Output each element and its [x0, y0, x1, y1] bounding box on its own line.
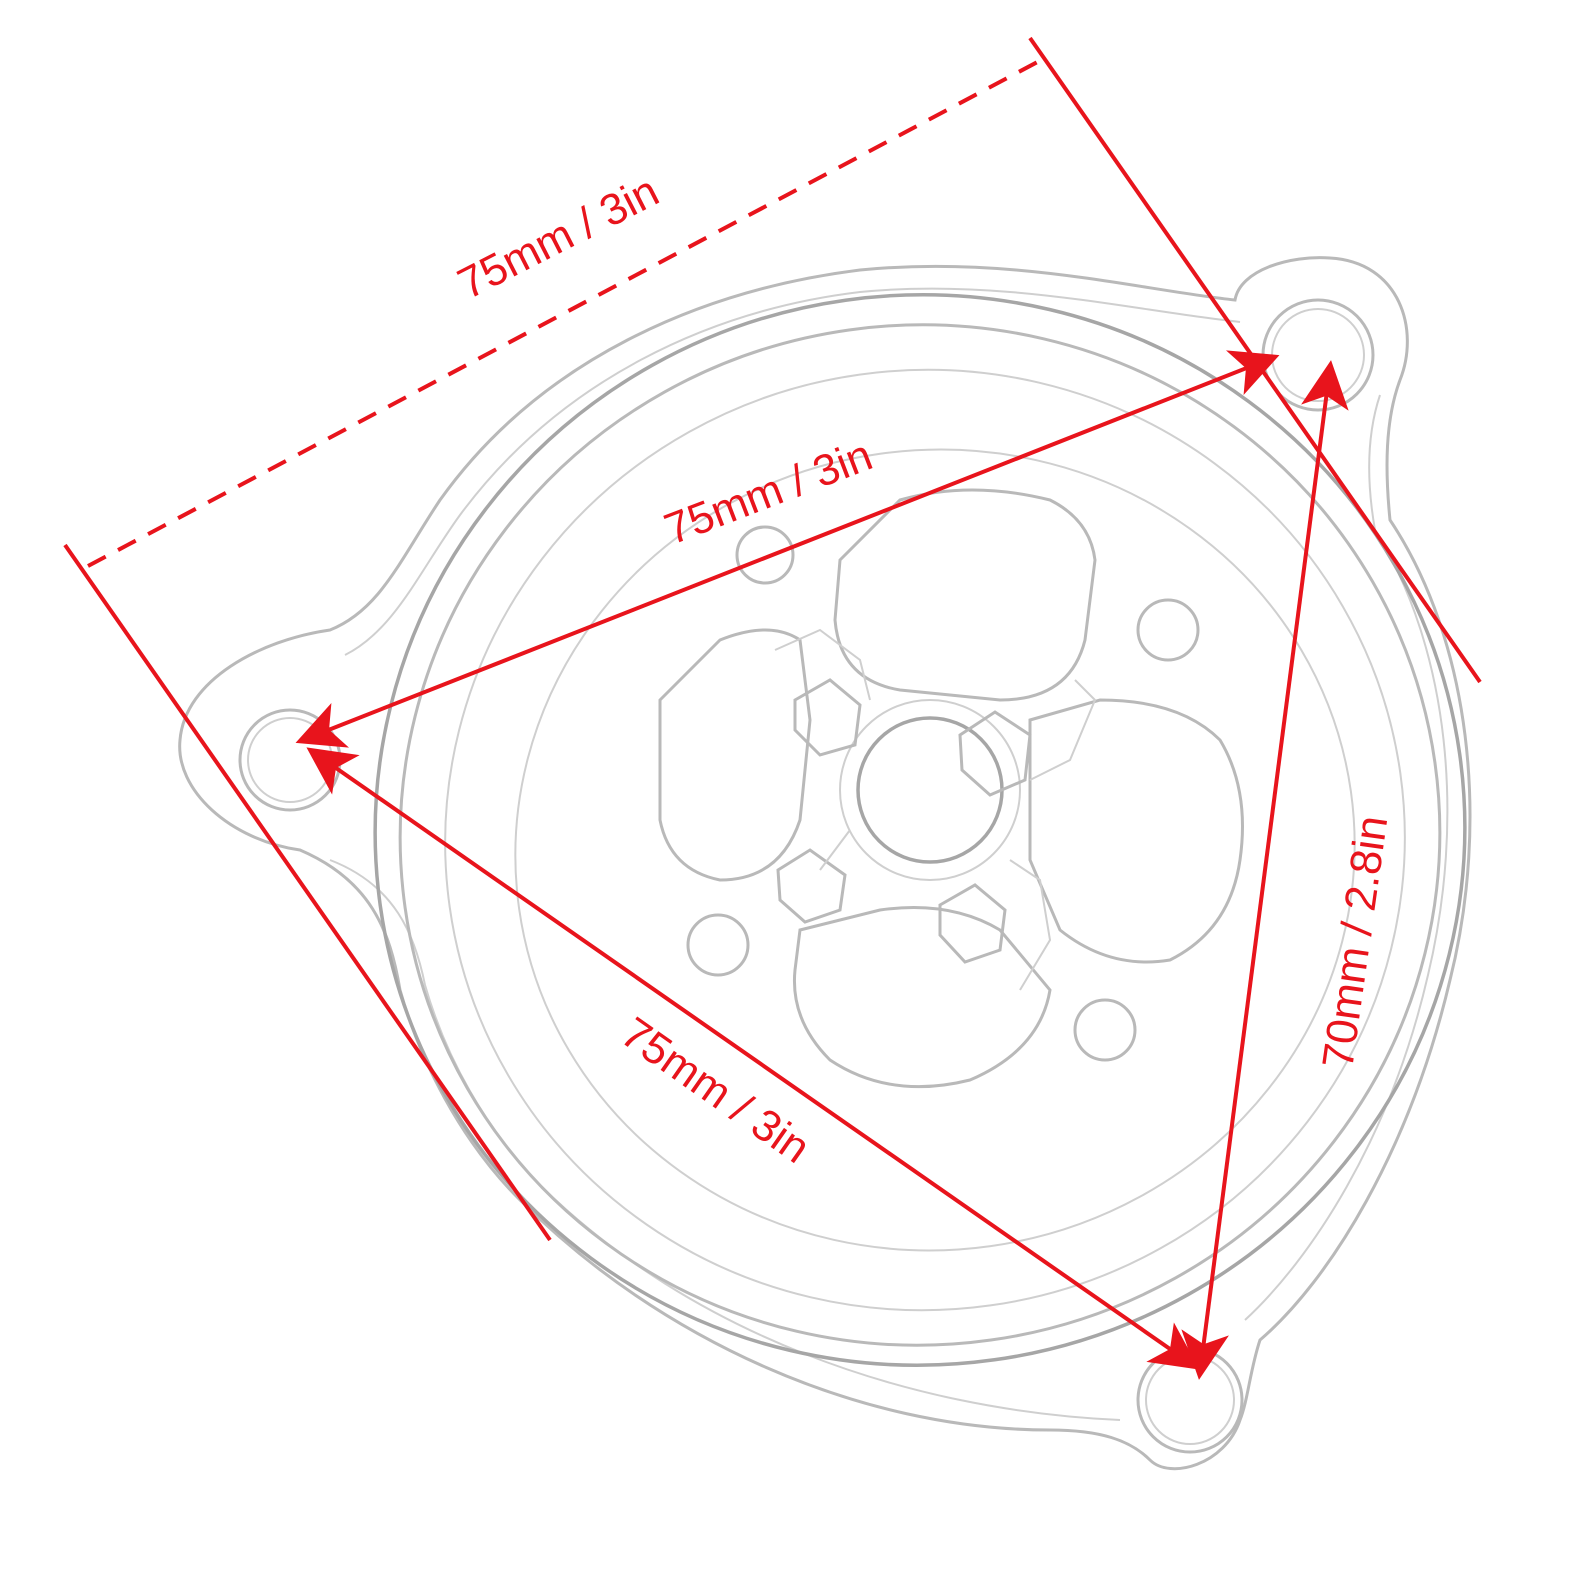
upper-diagonal-arrow [295, 350, 1280, 748]
lower-diagonal-arrow [306, 747, 1200, 1370]
top-dashed-label: 75mm / 3in [450, 166, 666, 308]
dashed-dimension-line [87, 56, 1046, 568]
filter-cover-drawing [178, 256, 1472, 1471]
right-vertical-arrow [1181, 360, 1349, 1380]
